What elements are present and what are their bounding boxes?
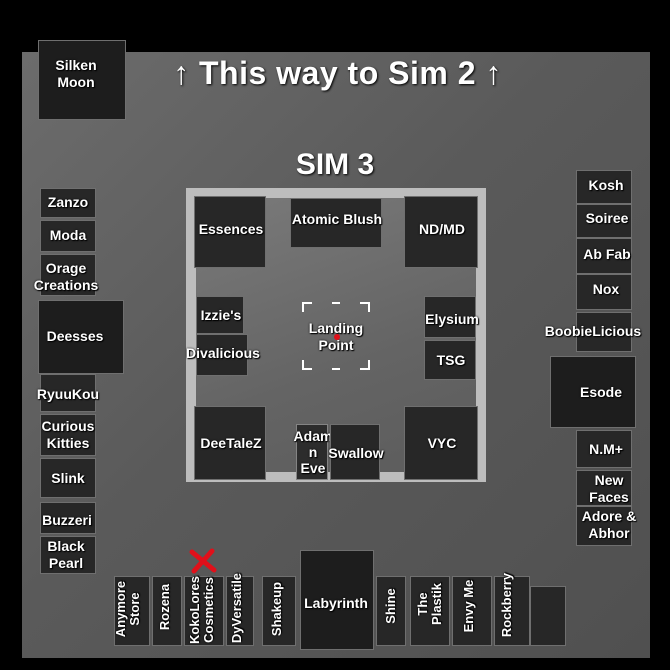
landing-point-frame [302, 302, 370, 370]
shop-label: Izzie's [200, 307, 242, 323]
shop-labyrinth[interactable] [300, 550, 374, 650]
shop-label-rockberry: Rockberry [499, 572, 514, 638]
shop-label-adore-abhor: Adore & Abhor [581, 508, 637, 541]
shop-label-kosh: Kosh [588, 177, 624, 193]
shop-curious-kitties[interactable] [40, 414, 96, 456]
shop-label-kokolores-cosmetics: KokoLores Cosmetics [187, 576, 216, 644]
sim-label: SIM 3 [295, 148, 375, 181]
shop-the-plastik[interactable] [410, 576, 450, 646]
shop-nd-md[interactable]: ND/MD [404, 196, 478, 268]
shop-swallow[interactable]: Swallow [328, 424, 384, 480]
shop-nox[interactable] [576, 274, 632, 310]
shop-label-anymore-store: Anymore Store [113, 580, 142, 638]
shop-anymore-store[interactable] [114, 576, 150, 646]
shop-label-boobielicious: BoobieLicious [544, 323, 642, 339]
red-x-marker-icon [189, 548, 217, 574]
shop-adam-n-eve[interactable]: Adam n Eve [294, 424, 332, 480]
shop-rockberry[interactable] [494, 576, 530, 646]
shop-black-pearl[interactable] [40, 536, 96, 574]
shop-envy-me[interactable] [452, 576, 492, 646]
shop-label: Divalicious [186, 345, 260, 361]
shop-label-soiree: Soiree [585, 210, 629, 226]
shop-kosh[interactable] [576, 170, 632, 204]
shop-label-nox: Nox [592, 281, 620, 297]
shop-label-shakeup: Shakeup [269, 581, 284, 637]
shop-label-envy-me: Envy Me [461, 579, 476, 633]
shop-label: Silken Moon [55, 57, 97, 90]
shop-tsg[interactable]: TSG [424, 340, 476, 380]
shop-divalicious[interactable]: Divalicious [186, 334, 260, 376]
shop-label-dyversatile: DyVersatile [229, 572, 244, 644]
shop-moda[interactable] [40, 220, 96, 252]
shop-label-rozena: Rozena [157, 583, 172, 631]
shop-label-orage-creations: Orage Creations [33, 260, 99, 293]
direction-banner: ↑ This way to Sim 2 ↑ [173, 55, 502, 91]
shop-deetalez[interactable]: DeeTaleZ [194, 406, 266, 480]
shop-label-new-faces: New Faces [589, 472, 629, 505]
shop-adore-abhor[interactable] [576, 506, 632, 546]
shop-label-nm-plus: N.M+ [589, 441, 623, 457]
shop-label-labyrinth: Labyrinth [304, 595, 368, 611]
shop-silken-moon[interactable]: Silken Moon [38, 40, 126, 120]
shop-izzies[interactable]: Izzie's [196, 296, 244, 334]
shop-label: VYC [427, 435, 457, 451]
shop-label: ND/MD [419, 221, 465, 237]
shop-label-black-pearl: Black Pearl [47, 538, 85, 571]
shop-label: TSG [436, 352, 466, 368]
shop-label: Adam n Eve [293, 428, 333, 476]
shop-slink[interactable] [40, 458, 96, 498]
shop-rozena[interactable] [152, 576, 182, 646]
shop-label-ab-fab: Ab Fab [583, 246, 631, 262]
shop-vyc[interactable]: VYC [404, 406, 478, 480]
shop-zanzo[interactable] [40, 188, 96, 218]
landing-point-dot [334, 334, 340, 340]
shop-label: Elysium [425, 311, 479, 327]
shop-label-slink: Slink [51, 470, 85, 486]
shop-elysium[interactable]: Elysium [424, 296, 479, 338]
shop-orage-creations[interactable] [40, 254, 96, 296]
shop-soiree[interactable] [576, 204, 632, 238]
shop-unlabeled-corner[interactable] [530, 586, 566, 646]
shop-label: DeeTaleZ [200, 435, 262, 451]
shop-label-curious-kitties: Curious Kitties [41, 418, 95, 451]
shop-atomic-blush[interactable]: Atomic Blush [290, 198, 382, 248]
shop-label-shine: Shine [383, 588, 398, 624]
shop-label-zanzo: Zanzo [47, 194, 89, 210]
shop-label-deesses: Deesses [46, 328, 104, 344]
shop-label: Atomic Blush [291, 211, 383, 227]
shop-dyversatile[interactable] [226, 576, 254, 646]
landing-point-label: Landing Point [308, 320, 364, 353]
shop-esode[interactable] [550, 356, 636, 428]
shop-buzzeri[interactable] [40, 502, 96, 534]
shop-label: Swallow [328, 445, 384, 461]
shop-nm-plus[interactable] [576, 430, 632, 468]
shop-essences[interactable]: Essences [194, 196, 266, 268]
shop-ab-fab[interactable] [576, 238, 632, 274]
shop-boobielicious[interactable] [576, 312, 632, 352]
shop-label-buzzeri: Buzzeri [42, 512, 92, 528]
shop-label: Essences [198, 221, 264, 237]
shop-shakeup[interactable] [262, 576, 296, 646]
shop-kokolores-cosmetics[interactable] [184, 576, 224, 646]
shop-shine[interactable] [376, 576, 406, 646]
shop-deesses[interactable] [38, 300, 124, 374]
shop-label-ryuukou: RyuuKou [36, 386, 100, 402]
shop-label-the-plastik: The Plastik [415, 583, 444, 625]
shop-ryuukou[interactable] [40, 374, 96, 412]
shop-label-esode: Esode [579, 384, 622, 400]
shop-new-faces[interactable] [576, 470, 632, 506]
shop-label-moda: Moda [49, 227, 87, 243]
